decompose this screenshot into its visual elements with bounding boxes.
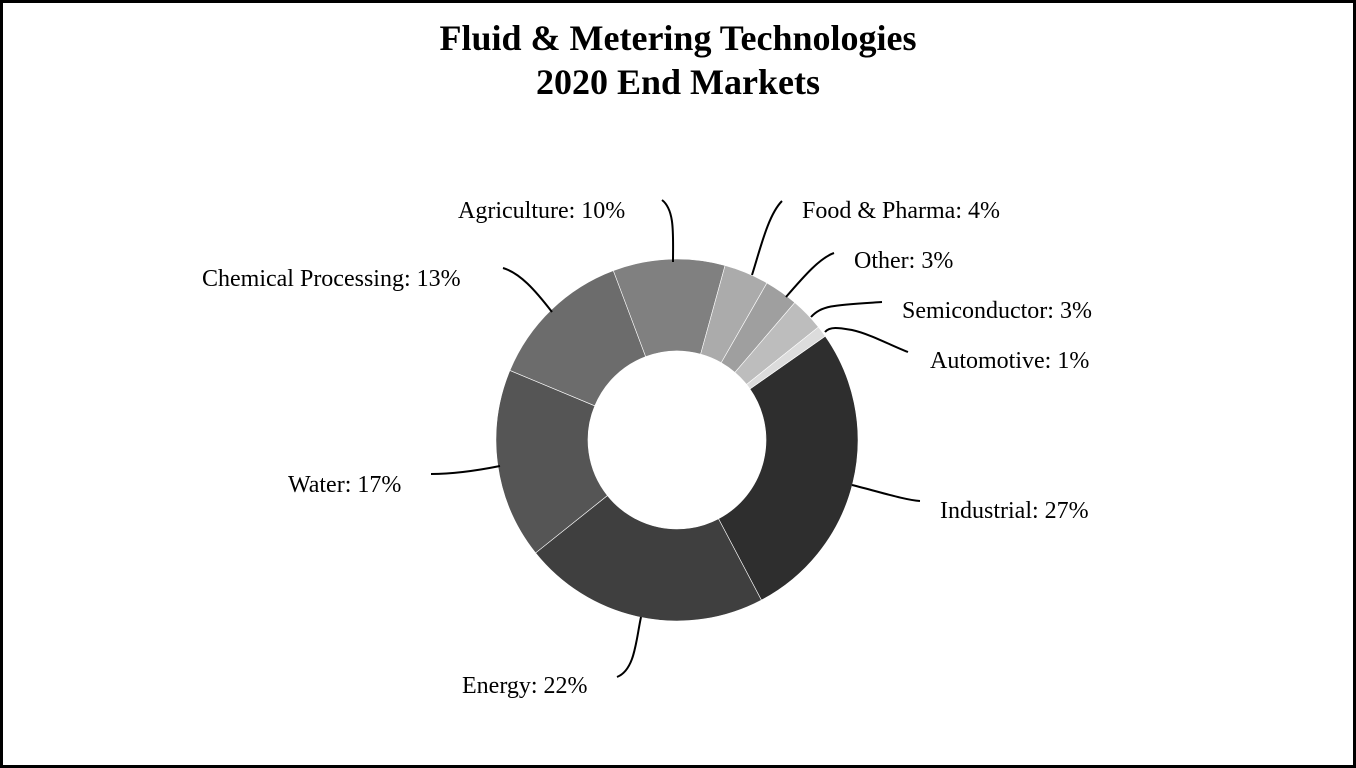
leader-line bbox=[824, 327, 909, 353]
slice-label: Other: 3% bbox=[854, 248, 953, 274]
slice-industrial bbox=[718, 335, 859, 601]
slice-labels: Industrial: 27% Energy: 22% Water: 17% Chem… bbox=[202, 198, 1092, 699]
leader-line bbox=[785, 252, 835, 298]
leader-lines bbox=[430, 199, 921, 678]
chart-title-line2: 2020 End Markets bbox=[535, 62, 820, 102]
leader-line bbox=[810, 301, 883, 318]
chart-title-line1: Fluid & Metering Technologies bbox=[439, 18, 917, 58]
slice-label: Food & Pharma: 4% bbox=[802, 198, 1000, 224]
leader-line bbox=[751, 200, 783, 276]
chart-title: Fluid & Metering Technologies 2020 End M… bbox=[0, 16, 1356, 104]
leader-line bbox=[851, 484, 921, 502]
leader-line bbox=[661, 199, 675, 263]
slice-label: Agriculture: 10% bbox=[458, 198, 625, 224]
leader-line bbox=[430, 465, 501, 475]
slice-label: Industrial: 27% bbox=[940, 498, 1089, 524]
donut-slices bbox=[495, 258, 859, 622]
slice-label: Energy: 22% bbox=[462, 673, 588, 699]
slice-energy bbox=[535, 495, 762, 622]
slice-label: Water: 17% bbox=[288, 472, 401, 498]
slice-label: Automotive: 1% bbox=[930, 348, 1089, 374]
slice-label: Chemical Processing: 13% bbox=[202, 266, 461, 292]
slice-water bbox=[495, 370, 608, 554]
slice-label: Semiconductor: 3% bbox=[902, 298, 1092, 324]
leader-line bbox=[502, 267, 553, 313]
slice-automotive bbox=[746, 326, 826, 390]
leader-line bbox=[616, 616, 642, 678]
